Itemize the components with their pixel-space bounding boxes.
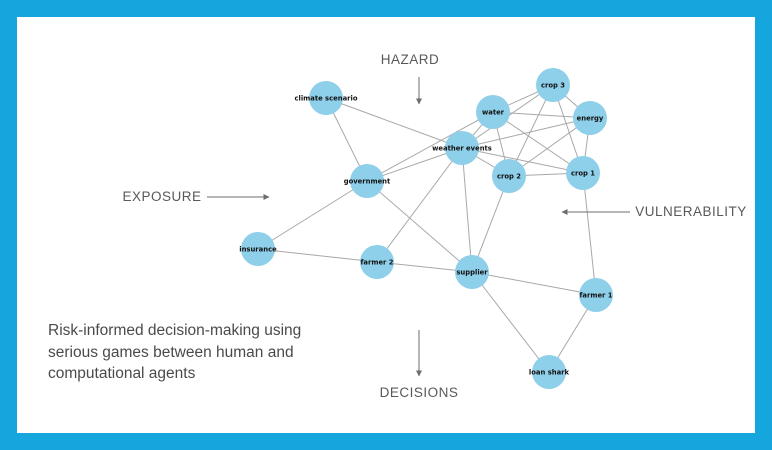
graph-node-insurance xyxy=(241,232,275,266)
graph-node-label-farmer-1: farmer 1 xyxy=(579,291,612,299)
graph-node-label-crop-3: crop 3 xyxy=(541,81,565,89)
graph-edge-weather-events--energy xyxy=(461,117,591,149)
graph-node-label-government: government xyxy=(344,177,391,185)
caption-line-1: Risk-informed decision-making using xyxy=(48,322,302,339)
graph-edge-government--insurance xyxy=(257,180,368,250)
graph-edge-crop-2--supplier xyxy=(471,175,510,273)
graph-edge-government--supplier xyxy=(366,180,473,273)
graph-edge-weather-events--crop-1 xyxy=(461,147,584,174)
graph-node-label-crop-1: crop 1 xyxy=(571,169,595,177)
graph-node-government xyxy=(350,164,384,198)
graph-node-water xyxy=(476,95,510,129)
graph-edge-supplier--farmer-1 xyxy=(471,271,597,296)
graph-node-crop-3 xyxy=(536,68,570,102)
graph-node-weather-events xyxy=(445,131,479,165)
graph-node-loan-shark xyxy=(532,355,566,389)
caption-line-3: computational agents xyxy=(48,365,196,382)
graph-edge-farmer-2--weather-events xyxy=(376,147,463,263)
graph-edge-supplier--loan-shark xyxy=(471,271,550,373)
slide-caption: Risk-informed decision-making using seri… xyxy=(48,320,301,385)
graph-node-label-weather-events: weather events xyxy=(432,144,492,152)
exposure-label: EXPOSURE xyxy=(122,189,202,204)
slide-panel xyxy=(17,17,755,433)
decisions-label: DECISIONS xyxy=(379,385,459,400)
graph-node-farmer-2 xyxy=(360,245,394,279)
graph-node-label-water: water xyxy=(482,108,505,116)
graph-node-label-climate-scenario: climate scenario xyxy=(294,94,357,102)
hazard-label: HAZARD xyxy=(380,52,440,67)
vulnerability-label: VULNERABILITY xyxy=(635,204,747,219)
graph-node-label-loan-shark: loan shark xyxy=(529,368,570,376)
graph-node-label-energy: energy xyxy=(577,114,604,122)
graph-edge-climate-scenario--weather-events xyxy=(325,97,463,149)
graph-node-energy xyxy=(573,101,607,135)
graph-edge-crop-1--farmer-1 xyxy=(582,172,597,296)
graph-edge-water--crop-1 xyxy=(492,111,584,174)
graph-node-supplier xyxy=(455,255,489,289)
graph-node-crop-2 xyxy=(492,159,526,193)
graph-node-farmer-1 xyxy=(579,278,613,312)
graph-node-label-supplier: supplier xyxy=(456,268,488,276)
graph-node-label-farmer-2: farmer 2 xyxy=(360,258,393,266)
graph-edge-weather-events--supplier xyxy=(461,147,473,273)
caption-line-2: serious games between human and xyxy=(48,343,294,361)
graph-node-label-insurance: insurance xyxy=(239,245,277,253)
graph-edge-insurance--farmer-2 xyxy=(257,248,378,263)
graph-node-label-crop-2: crop 2 xyxy=(497,172,521,180)
graph-edge-government--water xyxy=(366,111,494,182)
graph-node-climate-scenario xyxy=(309,81,343,115)
graph-node-crop-1 xyxy=(566,156,600,190)
